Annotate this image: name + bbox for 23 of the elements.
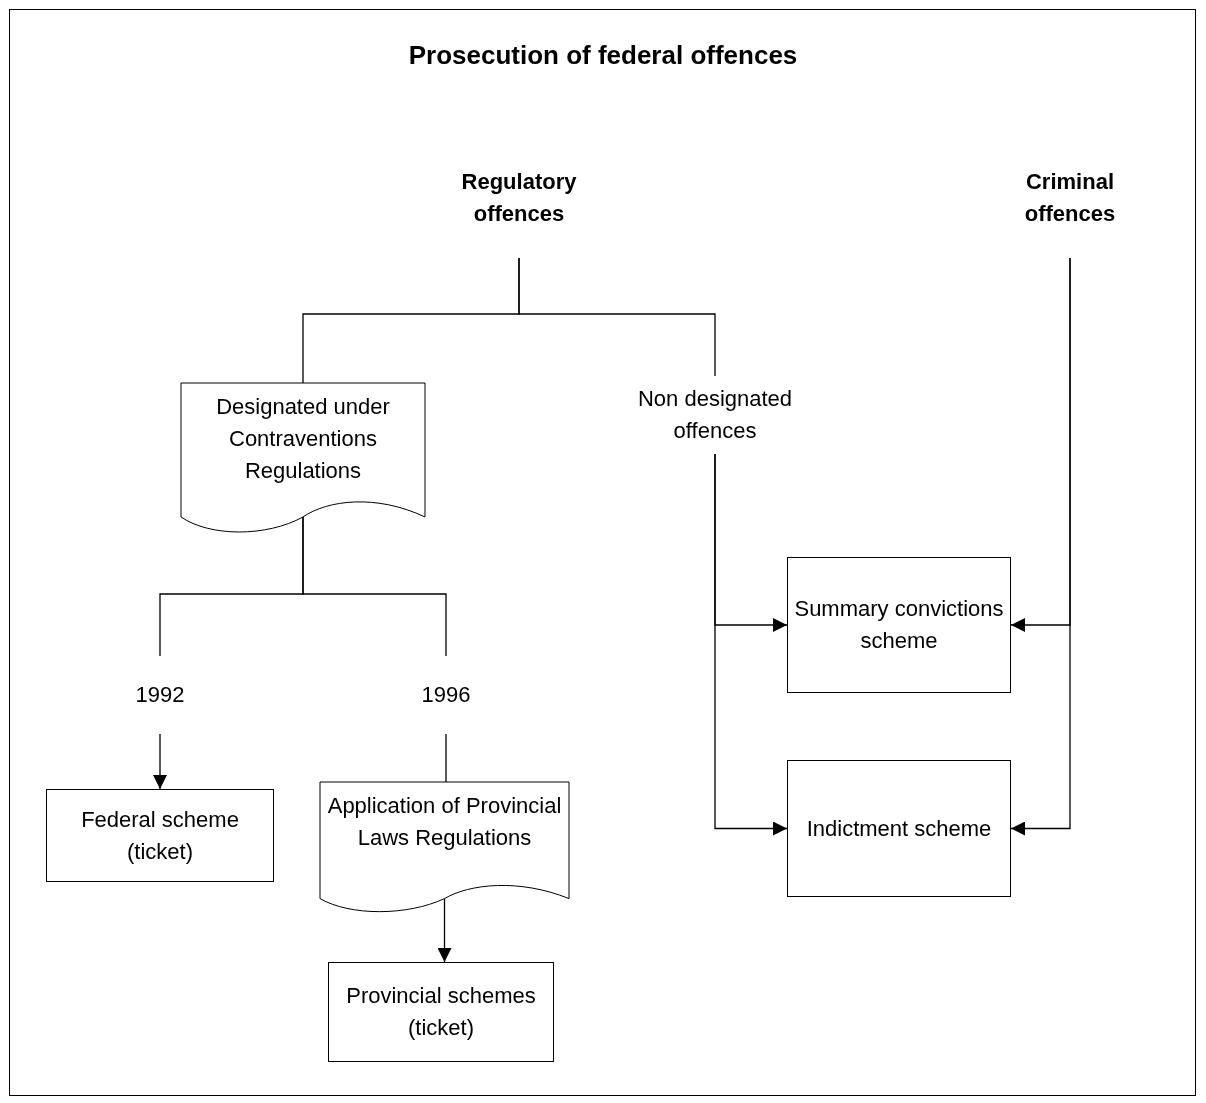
process-box xyxy=(787,760,1011,897)
category-heading: Regulatory offences xyxy=(429,166,609,258)
arrow xyxy=(1010,257,1071,836)
connector-line xyxy=(445,733,447,783)
node-text: Application of Provincial Laws Regulations xyxy=(326,792,563,852)
process-box xyxy=(46,789,274,882)
branch-label: Non designated offences xyxy=(600,376,830,454)
process-box xyxy=(328,962,554,1062)
node-text: Indictment scheme xyxy=(806,814,992,843)
connector-line xyxy=(518,257,716,377)
arrow xyxy=(153,733,167,790)
node-text: Provincial schemes (ticket) xyxy=(345,982,537,1042)
category-heading: Criminal offences xyxy=(990,166,1150,258)
branch-label: 1992 xyxy=(110,656,210,734)
diagram-title: Prosecution of federal offences xyxy=(408,40,798,71)
node-text: Federal scheme (ticket) xyxy=(80,805,240,866)
connector-line xyxy=(302,516,447,657)
process-box xyxy=(787,557,1011,693)
branch-label: 1996 xyxy=(396,656,496,734)
node-text: Summary convictions scheme xyxy=(793,595,1005,655)
arrow xyxy=(714,453,788,836)
node-text: Designated under Contraventions Regulations xyxy=(215,393,391,485)
arrow xyxy=(437,897,452,963)
